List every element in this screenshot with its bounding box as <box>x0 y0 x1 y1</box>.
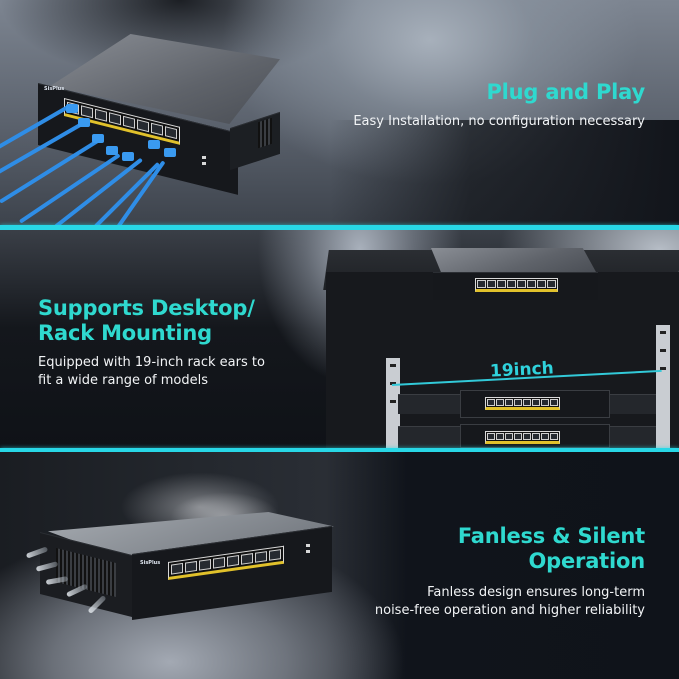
panel-description-line: fit a wide range of models <box>38 373 208 388</box>
switch-vents <box>258 117 272 149</box>
ethernet-port <box>523 433 531 440</box>
ethernet-port <box>109 112 121 126</box>
rj45-plug <box>78 118 90 127</box>
panel-description: Easy Installation, no configuration nece… <box>353 114 645 129</box>
panel-description-line: noise-free operation and higher reliabil… <box>374 603 645 618</box>
desktop-switch <box>425 248 600 308</box>
ethernet-port <box>137 119 149 133</box>
ethernet-port <box>255 551 267 563</box>
port-row <box>485 397 560 410</box>
width-measurement-label: 19inch <box>489 358 555 382</box>
ethernet-port <box>532 399 540 406</box>
fanless-switch: SisPlus <box>36 512 336 622</box>
panel-title-line: Fanless & Silent <box>457 524 645 548</box>
ethernet-port <box>547 280 556 288</box>
ethernet-port <box>517 280 526 288</box>
ethernet-port <box>496 433 504 440</box>
status-led <box>306 544 310 547</box>
section-divider <box>0 448 679 453</box>
ethernet-port <box>213 556 225 569</box>
rack-switch <box>460 424 610 448</box>
panel-rack-mounting: 19inch Supports Desktop/ Rack Mounting E… <box>0 230 679 448</box>
panel-title-line: Rack Mounting <box>38 321 212 345</box>
ethernet-port <box>199 558 211 571</box>
ethernet-port <box>541 399 549 406</box>
panel-fanless: SisPlus Fanless & Silent Operation Fanle… <box>0 452 679 679</box>
switch-top-cover <box>431 248 596 272</box>
panel-title: Plug and Play <box>486 80 645 104</box>
ethernet-port <box>151 122 163 136</box>
ethernet-port <box>505 399 513 406</box>
port-row <box>475 278 558 292</box>
background-shade <box>330 120 679 226</box>
section-divider <box>0 225 679 230</box>
rj45-plug <box>66 104 78 113</box>
rack-switch <box>460 390 610 418</box>
switch-illustration: SisPlus <box>30 28 290 195</box>
ethernet-port <box>496 399 504 406</box>
rj45-plug <box>164 148 176 157</box>
ethernet-port <box>537 280 546 288</box>
panel-text: Plug and Play Easy Installation, no conf… <box>353 80 645 131</box>
ethernet-port <box>514 433 522 440</box>
ethernet-port <box>523 399 531 406</box>
ethernet-port <box>505 433 513 440</box>
ethernet-port <box>227 555 239 567</box>
ethernet-port <box>497 280 506 288</box>
rj45-plug <box>122 152 134 161</box>
ethernet-port <box>123 115 135 129</box>
brand-logo: SisPlus <box>44 86 65 92</box>
ethernet-port <box>95 108 107 122</box>
ethernet-port <box>532 433 540 440</box>
ethernet-port <box>185 560 197 573</box>
panel-text: Supports Desktop/ Rack Mounting Equipped… <box>38 296 265 390</box>
ethernet-port <box>171 562 183 575</box>
panel-description-line: Equipped with 19-inch rack ears to <box>38 355 265 370</box>
ethernet-port <box>81 105 93 119</box>
ethernet-port <box>541 433 549 440</box>
rack-rail-right <box>656 325 670 448</box>
panel-plug-and-play: SisPlus Plug and Play Easy In <box>0 0 679 226</box>
ethernet-port <box>241 553 253 565</box>
ethernet-port <box>527 280 536 288</box>
rj45-plug <box>106 146 118 155</box>
ethernet-port <box>269 549 281 561</box>
ethernet-port <box>477 280 486 288</box>
panel-text: Fanless & Silent Operation Fanless desig… <box>375 524 645 620</box>
ethernet-port <box>165 126 177 140</box>
ethernet-port <box>550 433 558 440</box>
brand-logo: SisPlus <box>140 560 161 566</box>
ethernet-port <box>487 433 495 440</box>
switch-side-panel <box>230 111 280 171</box>
panel-title-line: Supports Desktop/ <box>38 296 255 320</box>
ethernet-port <box>514 399 522 406</box>
rj45-plug <box>92 134 104 143</box>
ethernet-port <box>487 399 495 406</box>
status-led <box>306 550 310 553</box>
ethernet-port <box>487 280 496 288</box>
status-led <box>202 162 206 165</box>
ethernet-port <box>550 399 558 406</box>
panel-title-line: Operation <box>528 549 646 573</box>
rj45-plug <box>148 140 160 149</box>
status-led <box>202 156 206 159</box>
port-row <box>485 431 560 444</box>
panel-description-line: Fanless design ensures long-term <box>427 585 645 600</box>
ethernet-port <box>507 280 516 288</box>
rack-cabinet <box>326 272 679 448</box>
